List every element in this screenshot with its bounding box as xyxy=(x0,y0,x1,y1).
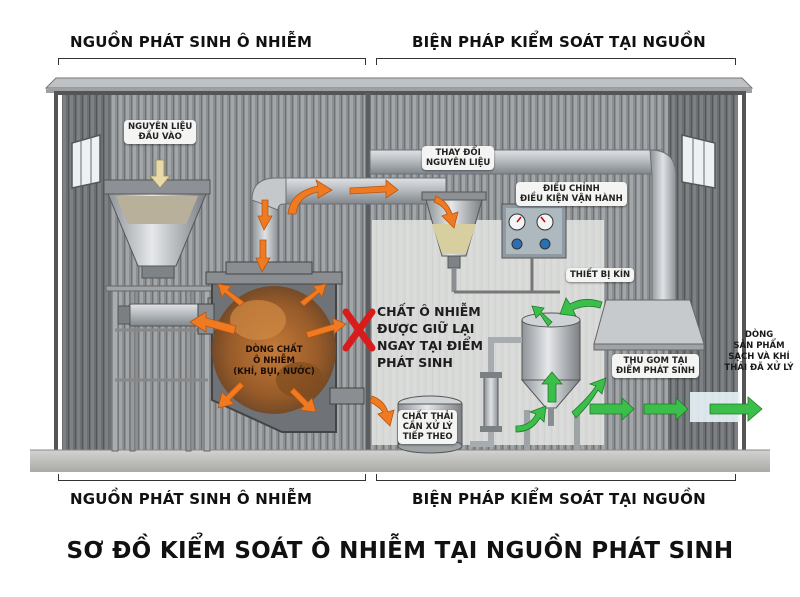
top-left-bracket xyxy=(58,58,366,65)
arrow-to-bin xyxy=(369,395,395,427)
sealed-tank xyxy=(520,312,582,450)
hopper xyxy=(103,179,211,279)
arrow-green-up xyxy=(541,371,563,403)
roof-edge xyxy=(46,88,752,93)
bottom-left-bracket xyxy=(58,474,366,481)
arrow-green-tank xyxy=(531,305,553,327)
filter-column xyxy=(470,337,522,447)
arrow-green-curve-in xyxy=(515,405,547,433)
arrow-green-curve-out xyxy=(571,377,607,419)
diagram-title: SƠ ĐỒ KIỂM SOÁT Ô NHIỄM TẠI NGUỒN PHÁT S… xyxy=(66,538,734,564)
roof xyxy=(44,77,754,89)
window-left xyxy=(71,134,101,189)
arrow-curve-2 xyxy=(349,179,399,199)
pollutant-flow-arrows xyxy=(189,179,459,427)
arrow-raw-input xyxy=(149,159,171,189)
arrow-green-hood xyxy=(559,297,603,317)
arrow-green-1 xyxy=(589,397,635,421)
arrow-diag-2 xyxy=(299,283,327,307)
arrow-green-2 xyxy=(643,397,689,421)
control-panel xyxy=(454,203,567,294)
stop-x-icon xyxy=(342,308,376,352)
window-right xyxy=(681,134,716,189)
arrow-down-2 xyxy=(289,387,317,413)
arrow-right-mid xyxy=(305,317,347,339)
duct-top xyxy=(369,149,677,301)
arrow-diag-1 xyxy=(217,283,245,307)
header-control-bottom: BIỆN PHÁP KIỂM SOÁT TẠI NGUỒN xyxy=(412,490,706,508)
arrow-up-1 xyxy=(255,239,271,273)
arrow-up-2 xyxy=(257,199,273,231)
label-sealed-equipment: THIẾT BỊ KÍN xyxy=(566,268,635,282)
arrow-curve-1 xyxy=(287,179,333,215)
arrow-down-1 xyxy=(217,381,245,409)
header-source-top: NGUỒN PHÁT SINH Ô NHIỄM xyxy=(70,33,313,51)
floor xyxy=(30,450,770,472)
header-source-bottom: NGUỒN PHÁT SINH Ô NHIỄM xyxy=(70,490,313,508)
collection-hood xyxy=(593,299,705,351)
bottom-right-bracket xyxy=(376,474,736,481)
arrow-left-out xyxy=(189,311,237,335)
top-right-bracket xyxy=(376,58,736,65)
arrow-green-3 xyxy=(709,396,763,422)
reactor xyxy=(197,261,365,433)
header-control-top: BIỆN PHÁP KIỂM SOÁT TẠI NGUỒN xyxy=(412,33,706,51)
hopper-stand xyxy=(105,285,217,452)
arrow-to-hopper xyxy=(433,195,459,229)
clean-flow-arrows xyxy=(515,297,763,433)
